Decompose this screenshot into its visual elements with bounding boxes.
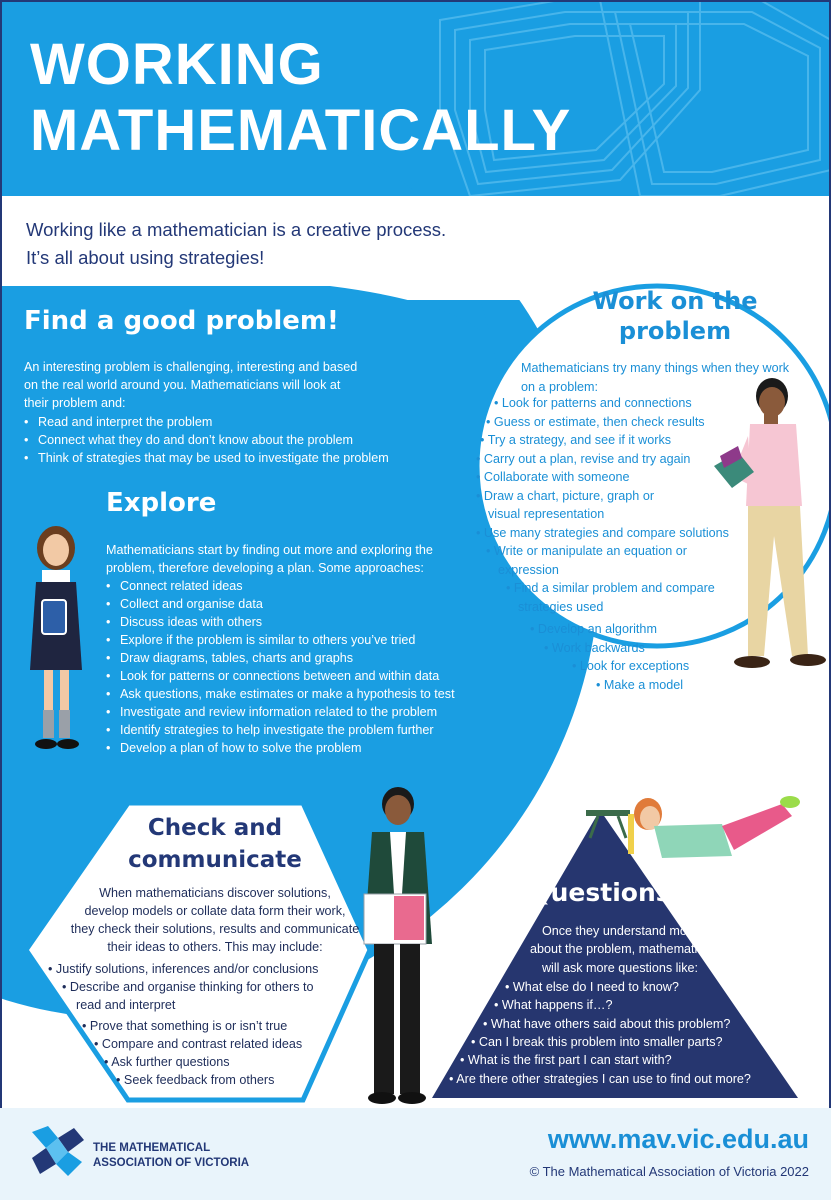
check-bullet: • Ask further questions	[104, 1055, 230, 1069]
find-bullets: Read and interpret the problem Connect w…	[24, 413, 389, 467]
intro-text: Working like a mathematician is a creati…	[26, 216, 586, 272]
find-bullet: Connect what they do and don’t know abou…	[24, 431, 389, 449]
poster-title: WORKING MATHEMATICALLY	[30, 32, 571, 164]
find-bullet: Read and interpret the problem	[24, 413, 389, 431]
explore-heading: Explore	[106, 488, 217, 518]
questions-body: Once they understand more about the prob…	[510, 922, 730, 977]
explore-bullet: Explore if the problem is similar to oth…	[106, 631, 455, 649]
student-girl-illustration	[30, 526, 82, 749]
work-bullet: • Write or manipulate an equation or	[486, 544, 687, 558]
check-heading-line-2: communicate	[128, 847, 302, 873]
work-bullet-cont: visual representation	[488, 507, 605, 521]
questions-body-line-2: about the problem, mathematics	[530, 942, 710, 957]
work-bullet: • Try a strategy, and see if it works	[480, 433, 672, 447]
work-bullet: • Draw a chart, picture, graph or	[476, 488, 655, 503]
check-bullet: • Prove that something is or isn’t true	[82, 1019, 288, 1033]
work-bullet-cont: expression	[498, 562, 559, 577]
find-body-line-3: their problem and:	[24, 396, 126, 410]
questions-bullet: • What happens if…?	[494, 998, 613, 1013]
work-bullet: • Look for exceptions	[572, 659, 690, 673]
work-bullet: • Develop an algorithm	[530, 622, 657, 636]
explore-bullet: Collect and organise data	[106, 595, 455, 613]
explore-bullet: Develop a plan of how to solve the probl…	[106, 739, 455, 757]
work-bullet: • Collaborate with someone	[476, 470, 630, 484]
explore-bullet: Identify strategies to help investigate …	[106, 721, 455, 739]
questions-bullet: • What is the first part I can start wit…	[460, 1053, 672, 1068]
find-body-line-2: on the real world around you. Mathematic…	[24, 378, 341, 392]
intro-line-2: It’s all about using strategies!	[26, 247, 265, 268]
work-heading-line-2: problem	[618, 317, 732, 345]
check-heading-line-1: Check and	[147, 815, 283, 841]
check-body: When mathematicians discover solutions, …	[50, 884, 380, 956]
questions-triangle	[432, 810, 798, 1098]
explore-bullet: Draw diagrams, tables, charts and graphs	[106, 649, 455, 667]
work-body-line-2: on a problem:	[521, 379, 599, 394]
copyright-text: © The Mathematical Association of Victor…	[529, 1164, 809, 1179]
work-body-line-1: Mathematicians try many things when they…	[521, 361, 790, 375]
check-body-line-4: their ideas to others. This may include:	[107, 940, 323, 954]
check-hexagon	[22, 800, 373, 1103]
work-bullet: • Look for patterns and connections	[494, 396, 692, 410]
mav-org-name: THE MATHEMATICAL ASSOCIATION OF VICTORIA	[93, 1141, 249, 1171]
check-bullet: • Justify solutions, inferences and/or c…	[48, 962, 319, 976]
explore-bullet: Ask questions, make estimates or make a …	[106, 685, 455, 703]
questions-bullet: • Can I break this problem into smaller …	[471, 1034, 723, 1049]
find-body: An interesting problem is challenging, i…	[24, 358, 357, 412]
questions-bullet: • Are there other strategies I can use t…	[449, 1071, 751, 1086]
check-bullet: • Compare and contrast related ideas	[94, 1037, 303, 1051]
footer-bar	[0, 1108, 831, 1200]
work-heading-line-1: Work on the	[592, 287, 758, 315]
questions-bullet: • What have others said about this probl…	[483, 1016, 731, 1031]
questions-bullet: • What else do I need to know?	[505, 980, 679, 994]
work-heading: Work on the problem	[592, 286, 757, 346]
explore-bullet: Investigate and review information relat…	[106, 703, 455, 721]
explore-body-line-1: Mathematicians start by finding out more…	[106, 543, 433, 557]
explore-bullet: Look for patterns or connections between…	[106, 667, 455, 685]
title-line-1: WORKING	[30, 32, 324, 97]
website-link[interactable]: www.mav.vic.edu.au	[547, 1124, 809, 1154]
check-bullet: • Describe and organise thinking for oth…	[62, 980, 314, 994]
title-line-2: MATHEMATICALLY	[30, 98, 572, 163]
work-bullet: • Use many strategies and compare soluti…	[476, 525, 729, 540]
mav-logo-icon	[32, 1126, 84, 1176]
check-heading: Check and communicate	[90, 812, 340, 876]
check-body-line-1: When mathematicians discover solutions,	[99, 886, 331, 900]
work-bullet: • Make a model	[596, 677, 684, 692]
student-lying-illustration	[586, 796, 800, 858]
teacher-man-illustration	[714, 378, 826, 668]
explore-bullet: Connect related ideas	[106, 577, 455, 595]
explore-body: Mathematicians start by finding out more…	[106, 541, 433, 577]
explore-bullets: Connect related ideas Collect and organi…	[106, 577, 455, 757]
find-heading: Find a good problem!	[24, 306, 339, 336]
check-bullet-cont: read and interpret	[76, 998, 176, 1012]
work-circle	[474, 283, 831, 649]
questions-body-line-1: Once they understand more	[541, 924, 699, 938]
questions-body-line-3: will ask more questions like:	[541, 960, 699, 975]
work-bullet: • Work backwards	[544, 640, 645, 655]
check-bullet: • Seek feedback from others	[116, 1073, 275, 1087]
explore-body-line-2: problem, therefore developing a plan. So…	[106, 561, 424, 575]
work-bullet: • Find a similar problem and compare	[506, 581, 715, 595]
work-body: Mathematicians try many things when they…	[521, 359, 789, 396]
questions-heading: Questions	[529, 878, 671, 907]
student-boy-illustration	[363, 787, 432, 1104]
check-body-line-2: develop models or collate data form thei…	[84, 904, 346, 918]
work-bullet: • Carry out a plan, revise and try again	[476, 451, 691, 466]
find-body-line-1: An interesting problem is challenging, i…	[24, 360, 358, 374]
find-bullet: Think of strategies that may be used to …	[24, 449, 389, 467]
explore-bullet: Discuss ideas with others	[106, 613, 455, 631]
work-bullet-cont: strategies used	[518, 599, 604, 614]
org-line-1: THE MATHEMATICAL	[93, 1142, 211, 1154]
org-line-2: ASSOCIATION OF VICTORIA	[93, 1157, 250, 1169]
intro-line-1: Working like a mathematician is a creati…	[26, 219, 447, 240]
work-bullet: • Guess or estimate, then check results	[486, 414, 705, 429]
check-body-line-3: they check their solutions, results and …	[70, 922, 360, 936]
